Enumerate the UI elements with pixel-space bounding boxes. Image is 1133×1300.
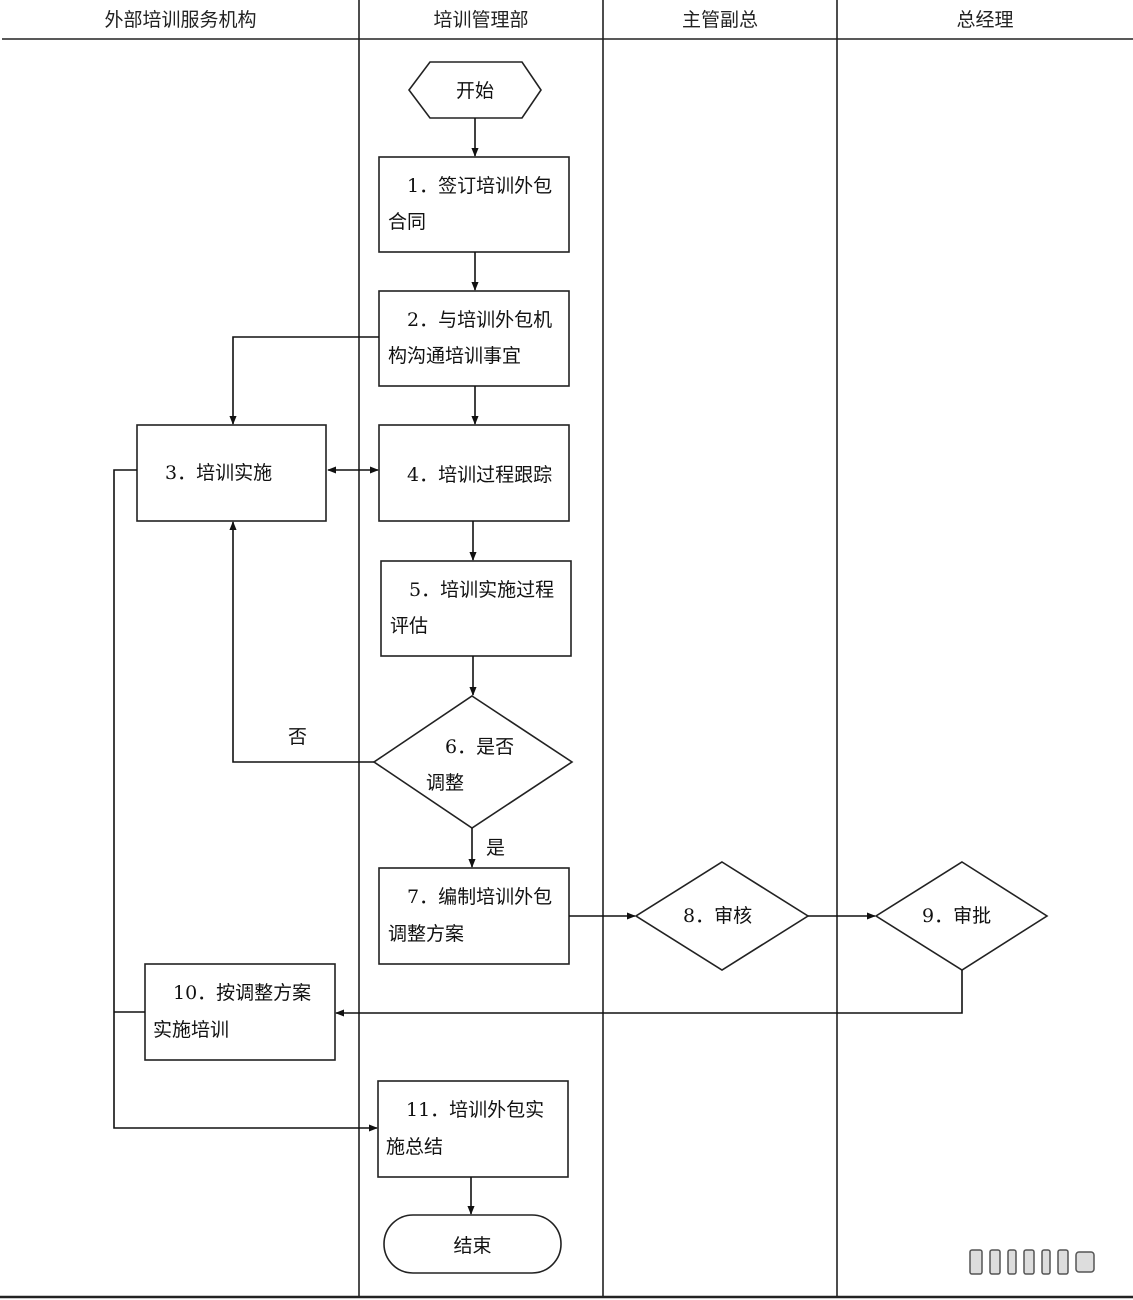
start-node-label: 开始 xyxy=(455,80,494,102)
edge-label-yes: 是 xyxy=(486,837,506,859)
lane-title-general-manager: 总经理 xyxy=(956,9,1014,31)
node-6-label-line2: 调整 xyxy=(426,772,465,794)
node-2-label-line2: 构沟通培训事宜 xyxy=(388,345,522,367)
lane-title-training-dept: 培训管理部 xyxy=(433,9,529,31)
node-1-label-line1: 1．签订培训外包 xyxy=(407,175,553,197)
node-3-label: 3．培训实施 xyxy=(165,462,273,484)
node-10-box xyxy=(144,963,336,1061)
edge-3-10-11 xyxy=(113,469,378,1132)
node-5-label-line2: 评估 xyxy=(390,615,429,637)
node-6-label-line1: 6．是否 xyxy=(445,736,515,758)
node-7-box xyxy=(378,867,570,965)
node-4-label: 4．培训过程跟踪 xyxy=(407,464,553,486)
node-1-box xyxy=(378,156,570,253)
end-node-shape xyxy=(383,1214,562,1274)
node-2-box xyxy=(378,290,570,387)
lane-title-vice-president: 主管副总 xyxy=(681,9,758,31)
node-11-box xyxy=(377,1080,569,1178)
node-8-label: 8．审核 xyxy=(683,905,753,927)
node-1-label-line2: 合同 xyxy=(388,211,427,233)
node-3-box xyxy=(136,424,327,522)
node-10-label-line2: 实施培训 xyxy=(153,1019,230,1041)
node-5-label-line1: 5．培训实施过程 xyxy=(409,579,555,601)
edge-9-10 xyxy=(335,970,963,1017)
node-7-label-line2: 调整方案 xyxy=(388,923,465,945)
watermark-icon xyxy=(969,1249,1095,1275)
edge-2-3 xyxy=(229,336,379,425)
node-9-label: 9．审批 xyxy=(922,905,992,927)
node-4-box xyxy=(378,424,570,522)
node-11-label-line1: 11．培训外包实 xyxy=(406,1099,545,1121)
edge-label-no: 否 xyxy=(288,726,308,748)
node-11-label-line2: 施总结 xyxy=(386,1136,444,1158)
node-2-label-line1: 2．与培训外包机 xyxy=(407,309,553,331)
lane-title-external-agency: 外部培训服务机构 xyxy=(104,9,257,31)
node-10-label-line1: 10．按调整方案 xyxy=(173,982,312,1004)
edge-6-3-no xyxy=(229,521,374,763)
node-5-box xyxy=(380,560,572,657)
node-7-label-line1: 7．编制培训外包 xyxy=(407,886,553,908)
node-8-diamond xyxy=(634,861,810,971)
end-node-label: 结束 xyxy=(453,1235,492,1257)
start-node-shape xyxy=(408,61,542,119)
